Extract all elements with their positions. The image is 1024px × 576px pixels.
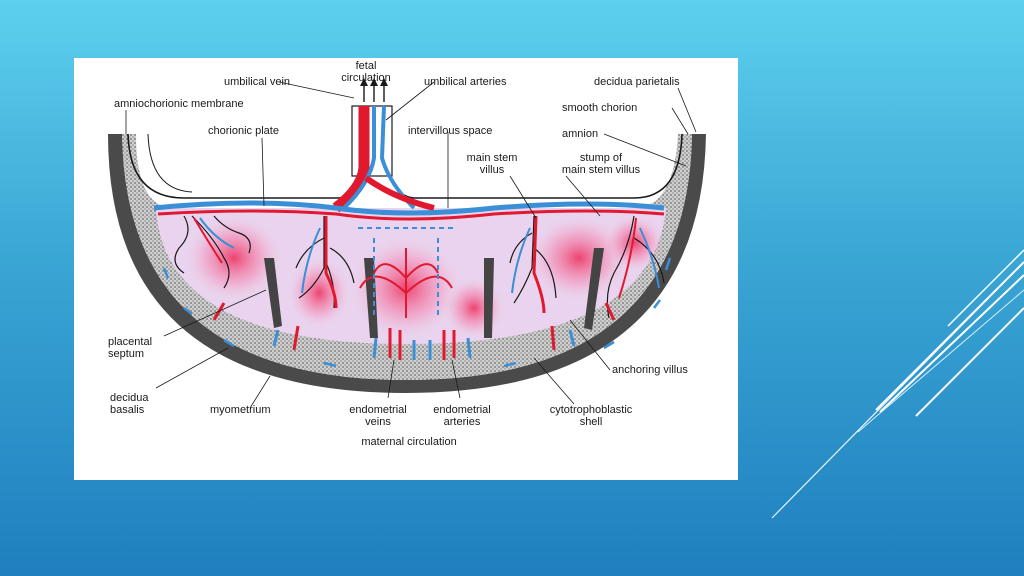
villus-tree-left bbox=[174, 215, 251, 289]
deco-line bbox=[879, 274, 1024, 413]
placental-septum bbox=[584, 248, 604, 330]
villus-tree-right bbox=[509, 215, 557, 314]
main-stem-villus-tree bbox=[295, 216, 355, 309]
label-maternal-circulation: maternal circulation bbox=[361, 436, 457, 448]
label-stump-main-stem-villus: stump of main stem villus bbox=[561, 152, 641, 176]
label-leader-lines bbox=[125, 81, 697, 409]
fountain-arrows bbox=[358, 227, 454, 318]
fetal-arrow-head bbox=[360, 78, 368, 86]
label-intervillous-space: intervillous space bbox=[408, 125, 493, 137]
fetal-arrow-head bbox=[380, 78, 388, 86]
label-endometrial-veins: endometrial veins bbox=[349, 404, 407, 428]
label-fetal-circulation: fetal circulation bbox=[341, 60, 391, 84]
placenta-diagram-panel: fetal circulation umbilical vein umbilic… bbox=[74, 58, 738, 480]
maternal-blood-glow bbox=[289, 259, 349, 327]
label-amniochorionic-membrane: amniochorionic membrane bbox=[114, 98, 244, 110]
label-endometrial-arteries: endometrial arteries bbox=[433, 404, 491, 428]
placental-septum bbox=[484, 258, 494, 338]
endometrial-veins bbox=[272, 329, 576, 360]
label-chorionic-plate: chorionic plate bbox=[208, 125, 279, 137]
label-umbilical-arteries: umbilical arteries bbox=[424, 76, 507, 88]
label-smooth-chorion: smooth chorion bbox=[562, 102, 638, 114]
deco-line bbox=[915, 307, 1024, 417]
maternal-blood-glow bbox=[444, 278, 504, 338]
label-amnion: amnion bbox=[562, 128, 599, 140]
placental-septum bbox=[264, 258, 282, 328]
deco-line bbox=[857, 289, 1024, 433]
deco-line bbox=[947, 249, 1024, 327]
label-decidua-parietalis: decidua parietalis bbox=[594, 76, 680, 88]
label-anchoring-villus: anchoring villus bbox=[612, 364, 688, 376]
placenta-diagram bbox=[108, 78, 706, 409]
label-decidua-basalis: decidua basalis bbox=[110, 392, 149, 416]
maternal-blood-glow bbox=[529, 216, 629, 300]
label-cytotrophoblastic-shell: cytotrophoblastic shell bbox=[549, 404, 633, 428]
fetal-arrow-head bbox=[370, 78, 378, 86]
label-myometrium: myometrium bbox=[210, 404, 271, 416]
chorionic-plate-vessels bbox=[157, 209, 665, 221]
label-main-stem-villus: main stem villus bbox=[466, 152, 518, 176]
deco-line bbox=[875, 261, 1024, 411]
decidua-vessel-dashes bbox=[162, 257, 672, 368]
umbilical-vein-branch bbox=[364, 175, 435, 211]
umbilical-vein-vessel bbox=[332, 106, 370, 213]
amnion-line bbox=[147, 133, 193, 193]
endometrial-arteries bbox=[212, 302, 616, 360]
chorionic-plate-vessels bbox=[153, 200, 665, 216]
label-placental-septum: placental septum bbox=[108, 336, 153, 360]
label-umbilical-vein: umbilical vein bbox=[224, 76, 291, 88]
maternal-blood-glow bbox=[604, 215, 664, 271]
maternal-fountain bbox=[359, 248, 453, 318]
